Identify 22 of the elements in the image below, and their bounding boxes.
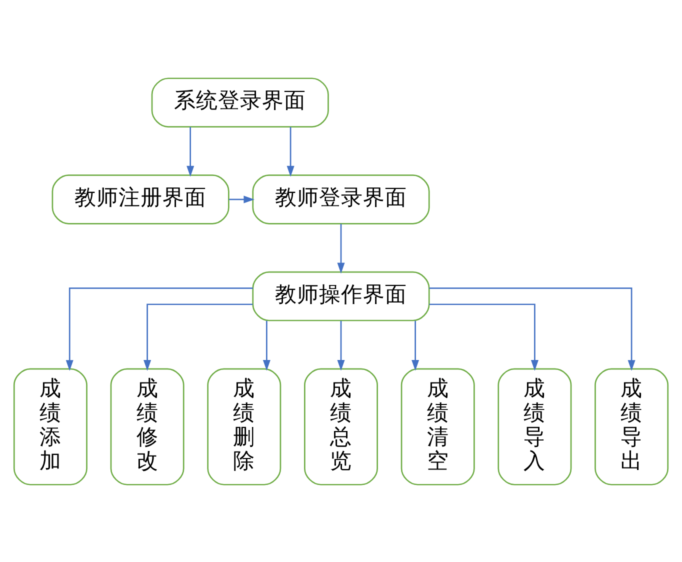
node-box: 教师登录界面	[252, 174, 430, 224]
node-box: 成绩导入	[498, 368, 572, 485]
node-box: 成绩删除	[207, 368, 282, 485]
node-box: 成绩添加	[13, 368, 88, 485]
arrow	[66, 287, 253, 370]
node-box: 教师操作界面	[252, 270, 430, 321]
arrow	[337, 223, 345, 274]
arrow	[429, 287, 636, 370]
arrow	[286, 126, 294, 176]
arrow	[229, 195, 254, 203]
node-box: 成绩导出	[594, 368, 669, 485]
arrow	[412, 320, 420, 370]
arrow	[337, 320, 345, 370]
node-box: 成绩清空	[400, 368, 475, 485]
arrow	[186, 126, 194, 176]
arrow	[262, 320, 270, 370]
node-box: 教师注册界面	[52, 174, 230, 224]
arrow	[144, 303, 253, 370]
arrow	[429, 303, 538, 370]
node-box: 成绩修改	[110, 368, 184, 485]
node-box: 成绩总览	[304, 368, 378, 485]
node-box: 系统登录界面	[151, 77, 329, 127]
